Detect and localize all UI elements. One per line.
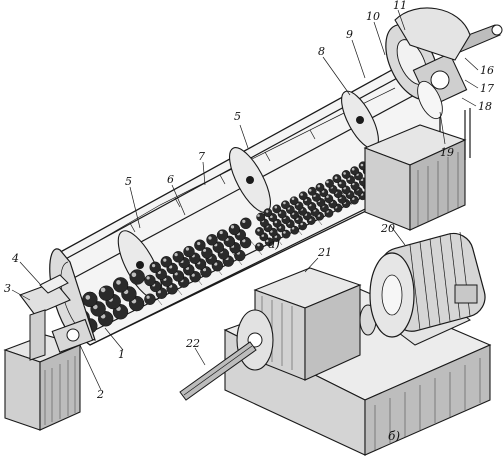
callout-1: 1 (118, 348, 125, 361)
ball-highlight (219, 230, 223, 235)
grinding-ball (172, 251, 185, 263)
grinding-ball (256, 212, 266, 222)
ball-highlight (274, 205, 278, 209)
grinding-ball (240, 217, 252, 230)
callout-6: 6 (167, 173, 174, 186)
callout-10: 10 (366, 10, 380, 23)
callout-5-right: 5 (234, 110, 241, 123)
grinding-ball (98, 285, 115, 301)
callout-4: 4 (11, 252, 19, 265)
ball-highlight (326, 180, 329, 184)
grinding-ball (160, 256, 173, 268)
ball-highlight (191, 273, 195, 277)
grinding-ball (307, 186, 317, 196)
grinding-ball (144, 274, 156, 287)
ball-highlight (116, 280, 121, 285)
callout-5-left: 5 (125, 175, 132, 188)
callout-3: 3 (4, 282, 11, 295)
sublabel-b: б) (388, 429, 400, 443)
ball-highlight (146, 295, 150, 299)
ball-highlight (174, 253, 178, 257)
ball-highlight (185, 247, 189, 251)
grinding-ball (144, 293, 156, 305)
callout-9: 9 (346, 28, 353, 41)
callout-16: 16 (480, 64, 494, 77)
grinding-ball (280, 200, 290, 210)
grinding-ball (315, 182, 325, 192)
ball-highlight (257, 243, 260, 247)
callout-18: 18 (478, 100, 492, 113)
ball-highlight (265, 210, 269, 213)
grinding-ball (82, 291, 98, 308)
leader-lines (11, 9, 479, 391)
callout-22: 22 (185, 337, 200, 350)
grinding-ball (228, 223, 241, 236)
grinding-ball (149, 261, 161, 273)
ball-highlight (208, 236, 212, 240)
discharge-end-assembly (363, 7, 503, 231)
gearbox-side (304, 284, 361, 381)
ball-highlight (257, 214, 260, 217)
motor-cooling-fins (409, 231, 471, 331)
grinding-ball (298, 191, 308, 201)
ball-highlight (152, 264, 156, 268)
ball-highlight (300, 193, 303, 196)
grinding-ball (254, 242, 264, 252)
grinding-ball (194, 239, 206, 251)
ball-highlight (317, 184, 321, 188)
callout-17: 17 (480, 82, 494, 95)
callout-7: 7 (198, 150, 205, 163)
grinding-ball (183, 245, 195, 258)
ball-highlight (283, 201, 286, 205)
ball-highlight (131, 272, 137, 278)
callout-8: 8 (318, 45, 325, 58)
grinding-ball (263, 208, 273, 218)
ball-highlight (163, 258, 167, 262)
callout-19: 19 (440, 146, 454, 159)
grinding-ball (350, 166, 359, 176)
ball-highlight (274, 220, 278, 224)
right-pedestal-side (409, 139, 466, 231)
grinding-ball (272, 204, 282, 214)
callout-20: 20 (380, 222, 395, 235)
gear-guard (394, 7, 471, 61)
ball-highlight (283, 231, 286, 234)
ball-highlight (85, 295, 91, 300)
ball-highlight (334, 176, 338, 179)
grinding-ball (206, 234, 218, 246)
ball-highlight (343, 172, 346, 175)
grinding-ball (216, 229, 229, 241)
ball-highlight (291, 197, 295, 201)
ball-highlight (202, 248, 207, 252)
grinding-ball (341, 170, 351, 179)
ball-highlight (242, 219, 246, 223)
callout-2: 2 (96, 388, 104, 401)
ball-highlight (351, 167, 355, 171)
ball-highlight (146, 276, 150, 280)
callout-labels: 1 2 3 4 5 5 6 7 8 9 10 11 16 17 18 19 20… (4, 0, 494, 443)
grinding-ball (112, 277, 129, 293)
grinding-ball (289, 196, 299, 206)
grinding-ball (255, 227, 264, 236)
ball-highlight (230, 225, 235, 229)
ball-highlight (197, 241, 201, 246)
drive-base-side (364, 344, 491, 456)
grinding-ball (129, 269, 145, 285)
sublabel-a: а) (268, 237, 280, 251)
callout-21: 21 (317, 246, 332, 259)
left-pedestal-front (4, 349, 41, 431)
ball-highlight (257, 229, 260, 232)
motor-terminal-box (454, 284, 478, 304)
discharge-screen (417, 80, 443, 120)
grinding-ball (325, 179, 334, 188)
callout-11: 11 (393, 0, 407, 12)
ball-highlight (360, 163, 364, 167)
ball-highlight (100, 287, 106, 293)
ball-highlight (338, 181, 342, 185)
feed-end-assembly (3, 274, 94, 431)
drive-unit (179, 231, 492, 456)
ball-highlight (308, 189, 312, 192)
